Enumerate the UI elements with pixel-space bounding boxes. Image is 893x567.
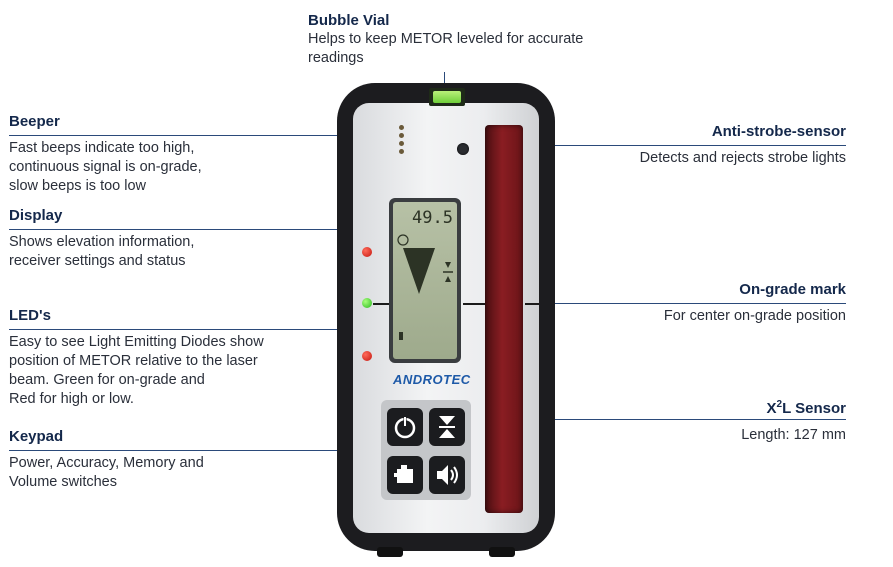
on-grade-mark-left xyxy=(373,303,389,305)
accuracy-icon xyxy=(439,416,455,438)
display-desc: Shows elevation information, receiver se… xyxy=(9,234,195,269)
x2l-title-sup: 2 xyxy=(776,399,783,410)
led-high xyxy=(362,247,372,257)
anti-strobe-desc: Detects and rejects strobe lights xyxy=(639,150,846,166)
display-title: Display xyxy=(9,207,63,224)
bubble-vial-desc: Helps to keep METOR leveled for accurate… xyxy=(308,31,584,66)
led-low xyxy=(362,351,372,361)
lcd-reading: 49.5 xyxy=(412,208,453,228)
beeper-hole xyxy=(399,133,404,138)
display-leader xyxy=(9,229,404,230)
power-icon xyxy=(394,416,416,439)
keypad xyxy=(381,400,471,500)
display-frame: 49.5 xyxy=(389,198,461,363)
keypad-desc: Power, Accuracy, Memory and Volume switc… xyxy=(9,455,204,490)
on-grade-mark-right xyxy=(525,303,539,305)
x2l-leader xyxy=(505,419,846,420)
bubble-vial-title: Bubble Vial xyxy=(308,12,390,29)
x2l-callout: X2L Sensor Length: 127 mm xyxy=(546,396,846,445)
beeper-leader xyxy=(9,135,389,136)
memory-button[interactable] xyxy=(387,456,423,494)
beeper-hole xyxy=(399,149,404,154)
metor-receiver: 49.5 ANDROTEC xyxy=(337,83,555,557)
bubble-vial-callout: Bubble Vial Helps to keep METOR leveled … xyxy=(308,12,648,68)
leds-callout: LED's Easy to see Light Emitting Diodes … xyxy=(9,307,329,409)
display-callout: Display Shows elevation information, rec… xyxy=(9,207,309,271)
on-grade-callout: On-grade mark For center on-grade positi… xyxy=(546,281,846,326)
leds-desc: Easy to see Light Emitting Diodes show p… xyxy=(9,334,264,407)
volume-button[interactable] xyxy=(429,456,465,494)
bubble-vial xyxy=(429,88,465,106)
anti-strobe-leader xyxy=(470,145,846,146)
lcd-display: 49.5 xyxy=(393,202,457,359)
lcd-arrow-icon xyxy=(397,234,453,340)
anti-strobe-sensor xyxy=(457,143,469,155)
x2l-desc: Length: 127 mm xyxy=(741,427,846,443)
volume-icon xyxy=(437,465,458,485)
x2l-title: X2L Sensor xyxy=(546,396,847,418)
x2l-sensor xyxy=(485,125,523,513)
anti-strobe-callout: Anti-strobe-sensor Detects and rejects s… xyxy=(546,123,846,168)
keypad-leader xyxy=(9,450,394,451)
keypad-callout: Keypad Power, Accuracy, Memory and Volum… xyxy=(9,428,309,492)
device-face: 49.5 ANDROTEC xyxy=(353,88,539,533)
leds-leader xyxy=(9,329,354,330)
keypad-title: Keypad xyxy=(9,428,64,445)
beeper-title: Beeper xyxy=(9,113,60,130)
beeper-desc: Fast beeps indicate too high, continuous… xyxy=(9,140,202,194)
x2l-title-suffix: L Sensor xyxy=(782,400,846,417)
leds-title: LED's xyxy=(9,307,51,324)
led-on-grade xyxy=(362,298,372,308)
power-button[interactable] xyxy=(387,408,423,446)
beeper-callout: Beeper Fast beeps indicate too high, con… xyxy=(9,113,309,196)
x2l-title-prefix: X xyxy=(766,400,777,417)
on-grade-desc: For center on-grade position xyxy=(663,308,846,324)
on-grade-mark-center xyxy=(463,303,485,305)
on-grade-leader xyxy=(550,303,846,304)
left-foot xyxy=(377,547,403,557)
anti-strobe-title: Anti-strobe-sensor xyxy=(711,123,846,140)
on-grade-title: On-grade mark xyxy=(739,281,846,298)
brand-logo: ANDROTEC xyxy=(393,372,471,387)
beeper-hole xyxy=(399,141,404,146)
right-foot xyxy=(489,547,515,557)
vial-liquid xyxy=(433,91,461,103)
memory-icon xyxy=(394,465,413,483)
beeper-hole xyxy=(399,125,404,130)
accuracy-button[interactable] xyxy=(429,408,465,446)
